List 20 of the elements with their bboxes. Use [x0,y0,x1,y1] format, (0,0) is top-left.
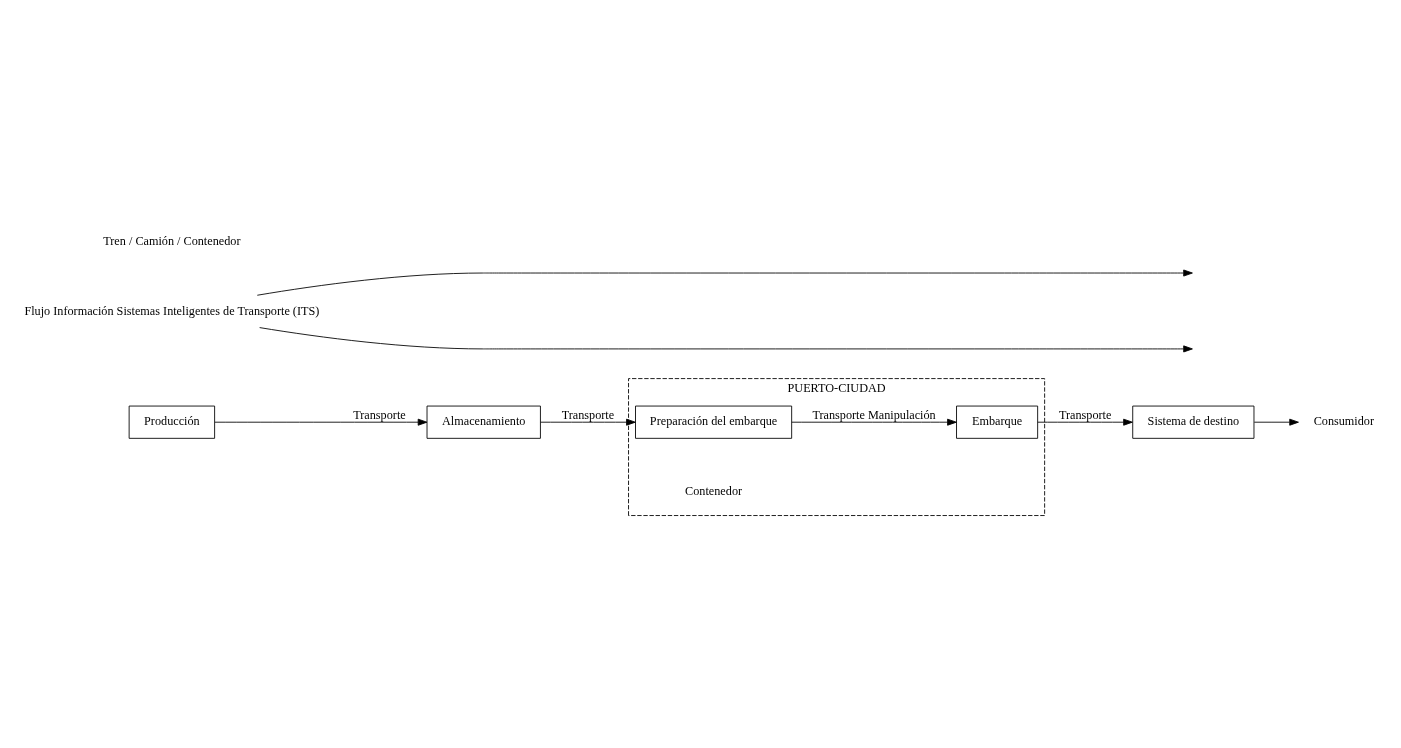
label: Tren / Camión / Contenedor [103,233,241,248]
node-text: Flujo Información Sistemas Inteligentes de Transporte (ITS) [24,303,320,318]
edge-label: Transporte [1058,407,1112,422]
arrow [214,418,428,426]
edge-label: Transporte [561,407,615,422]
arrow [1253,418,1299,426]
edge-label: Transporte Manipulación [812,407,936,422]
node-box: Embarque [956,405,1039,439]
arrow [1037,418,1133,426]
label: Contenedor [685,484,743,499]
edge-label: Transporte [353,407,406,422]
arrow [540,418,636,426]
node-box: Almacenamiento [426,405,541,439]
arrow [791,418,957,426]
node-text: Consumidor [1313,414,1374,429]
arrow [256,269,1193,296]
arrow [259,327,1193,353]
node-box: Sistema de destino [1132,405,1255,439]
node-box: Preparación del embarque [635,405,793,439]
node-box: Producción [128,405,216,439]
